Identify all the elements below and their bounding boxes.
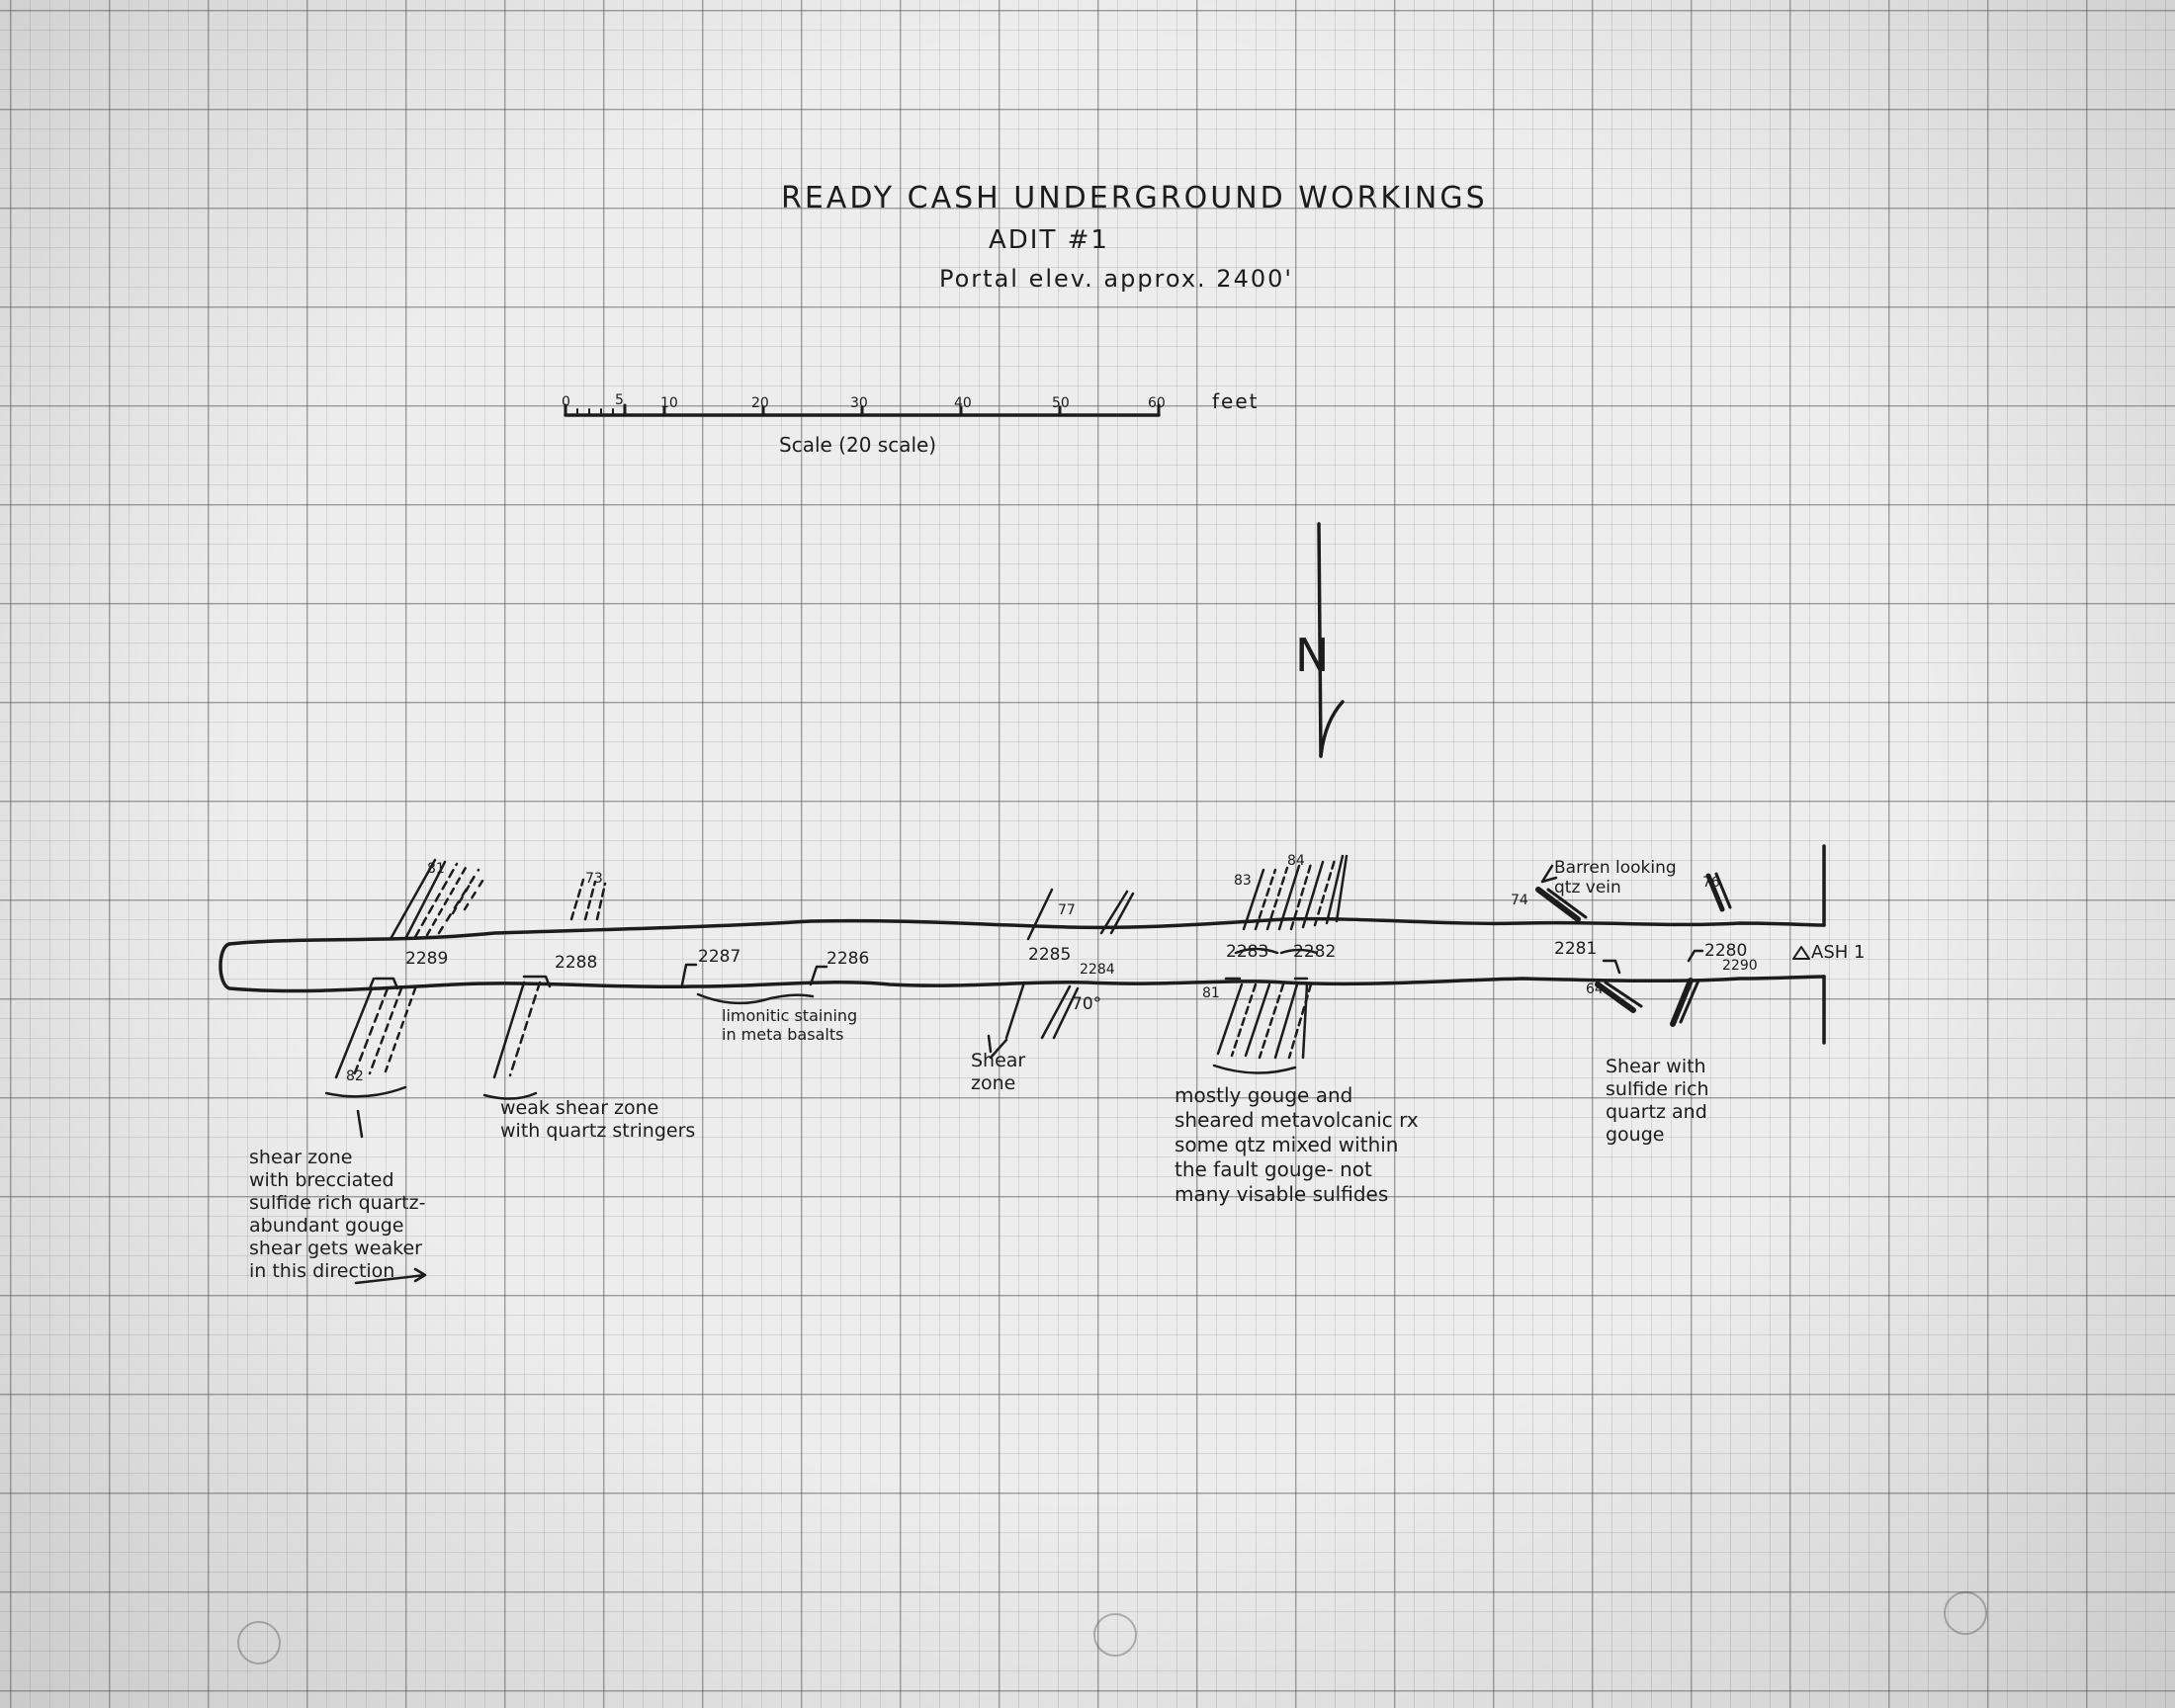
station-label: ASH 1 — [1811, 942, 1866, 963]
note-brecciated-shear: shear zone with brecciated sulfide rich … — [249, 1147, 426, 1282]
sample-2283: 2283 — [1226, 942, 1269, 962]
dip-82: 82 — [346, 1068, 364, 1084]
punch-hole-right — [1944, 1591, 1987, 1635]
sample-2285: 2285 — [1028, 945, 1072, 965]
scale-tick-40: 40 — [954, 395, 972, 411]
portal-elevation: Portal elev. approx. 2400' — [939, 265, 1293, 293]
sample-2287: 2287 — [698, 947, 741, 967]
scale-tick-50: 50 — [1052, 395, 1070, 411]
scale-tick-60: 60 — [1148, 395, 1166, 411]
sample-2281: 2281 — [1554, 939, 1598, 959]
scale-tick-5: 5 — [615, 392, 624, 408]
dip-84: 84 — [1287, 853, 1305, 869]
punch-hole-center — [1093, 1613, 1137, 1657]
note-limonitic: limonitic staining in meta basalts — [722, 1006, 858, 1044]
note-shear-zone: Shear zone — [971, 1050, 1026, 1094]
north-arrow — [1317, 522, 1345, 758]
sample-2286: 2286 — [826, 949, 870, 969]
note-weak-shear: weak shear zone with quartz stringers — [500, 1097, 696, 1142]
sample-2290: 2290 — [1722, 958, 1758, 974]
dip-73: 73 — [585, 871, 603, 887]
adit-label: ADIT #1 — [989, 225, 1109, 255]
dip-77: 77 — [1058, 902, 1076, 918]
dip-81-south: 81 — [1202, 985, 1220, 1001]
punch-hole-left — [237, 1621, 281, 1665]
note-barren-vein: Barren looking qtz vein — [1554, 858, 1677, 897]
scale-caption: Scale (20 scale) — [779, 433, 937, 457]
scale-unit: feet — [1212, 389, 1260, 413]
note-sulfide-shear: Shear with sulfide rich quartz and gouge — [1606, 1056, 1709, 1146]
north-label: N — [1295, 629, 1330, 682]
scale-bar — [564, 403, 1161, 417]
sample-2288: 2288 — [555, 953, 598, 973]
dip-70: 70° — [1072, 994, 1102, 1014]
adit-outline — [218, 844, 1826, 1045]
sample-2289: 2289 — [405, 949, 449, 969]
shear-zones — [324, 854, 1810, 1285]
dip-83: 83 — [1234, 873, 1252, 889]
note-fault-gouge: mostly gouge and sheared metavolcanic rx… — [1174, 1083, 1419, 1206]
scale-tick-0: 0 — [562, 394, 570, 410]
map-title: READY CASH UNDERGROUND WORKINGS — [781, 181, 1488, 215]
dip-74: 74 — [1511, 893, 1528, 908]
sample-2284: 2284 — [1080, 962, 1115, 978]
sample-2280: 2280 — [1704, 941, 1748, 961]
